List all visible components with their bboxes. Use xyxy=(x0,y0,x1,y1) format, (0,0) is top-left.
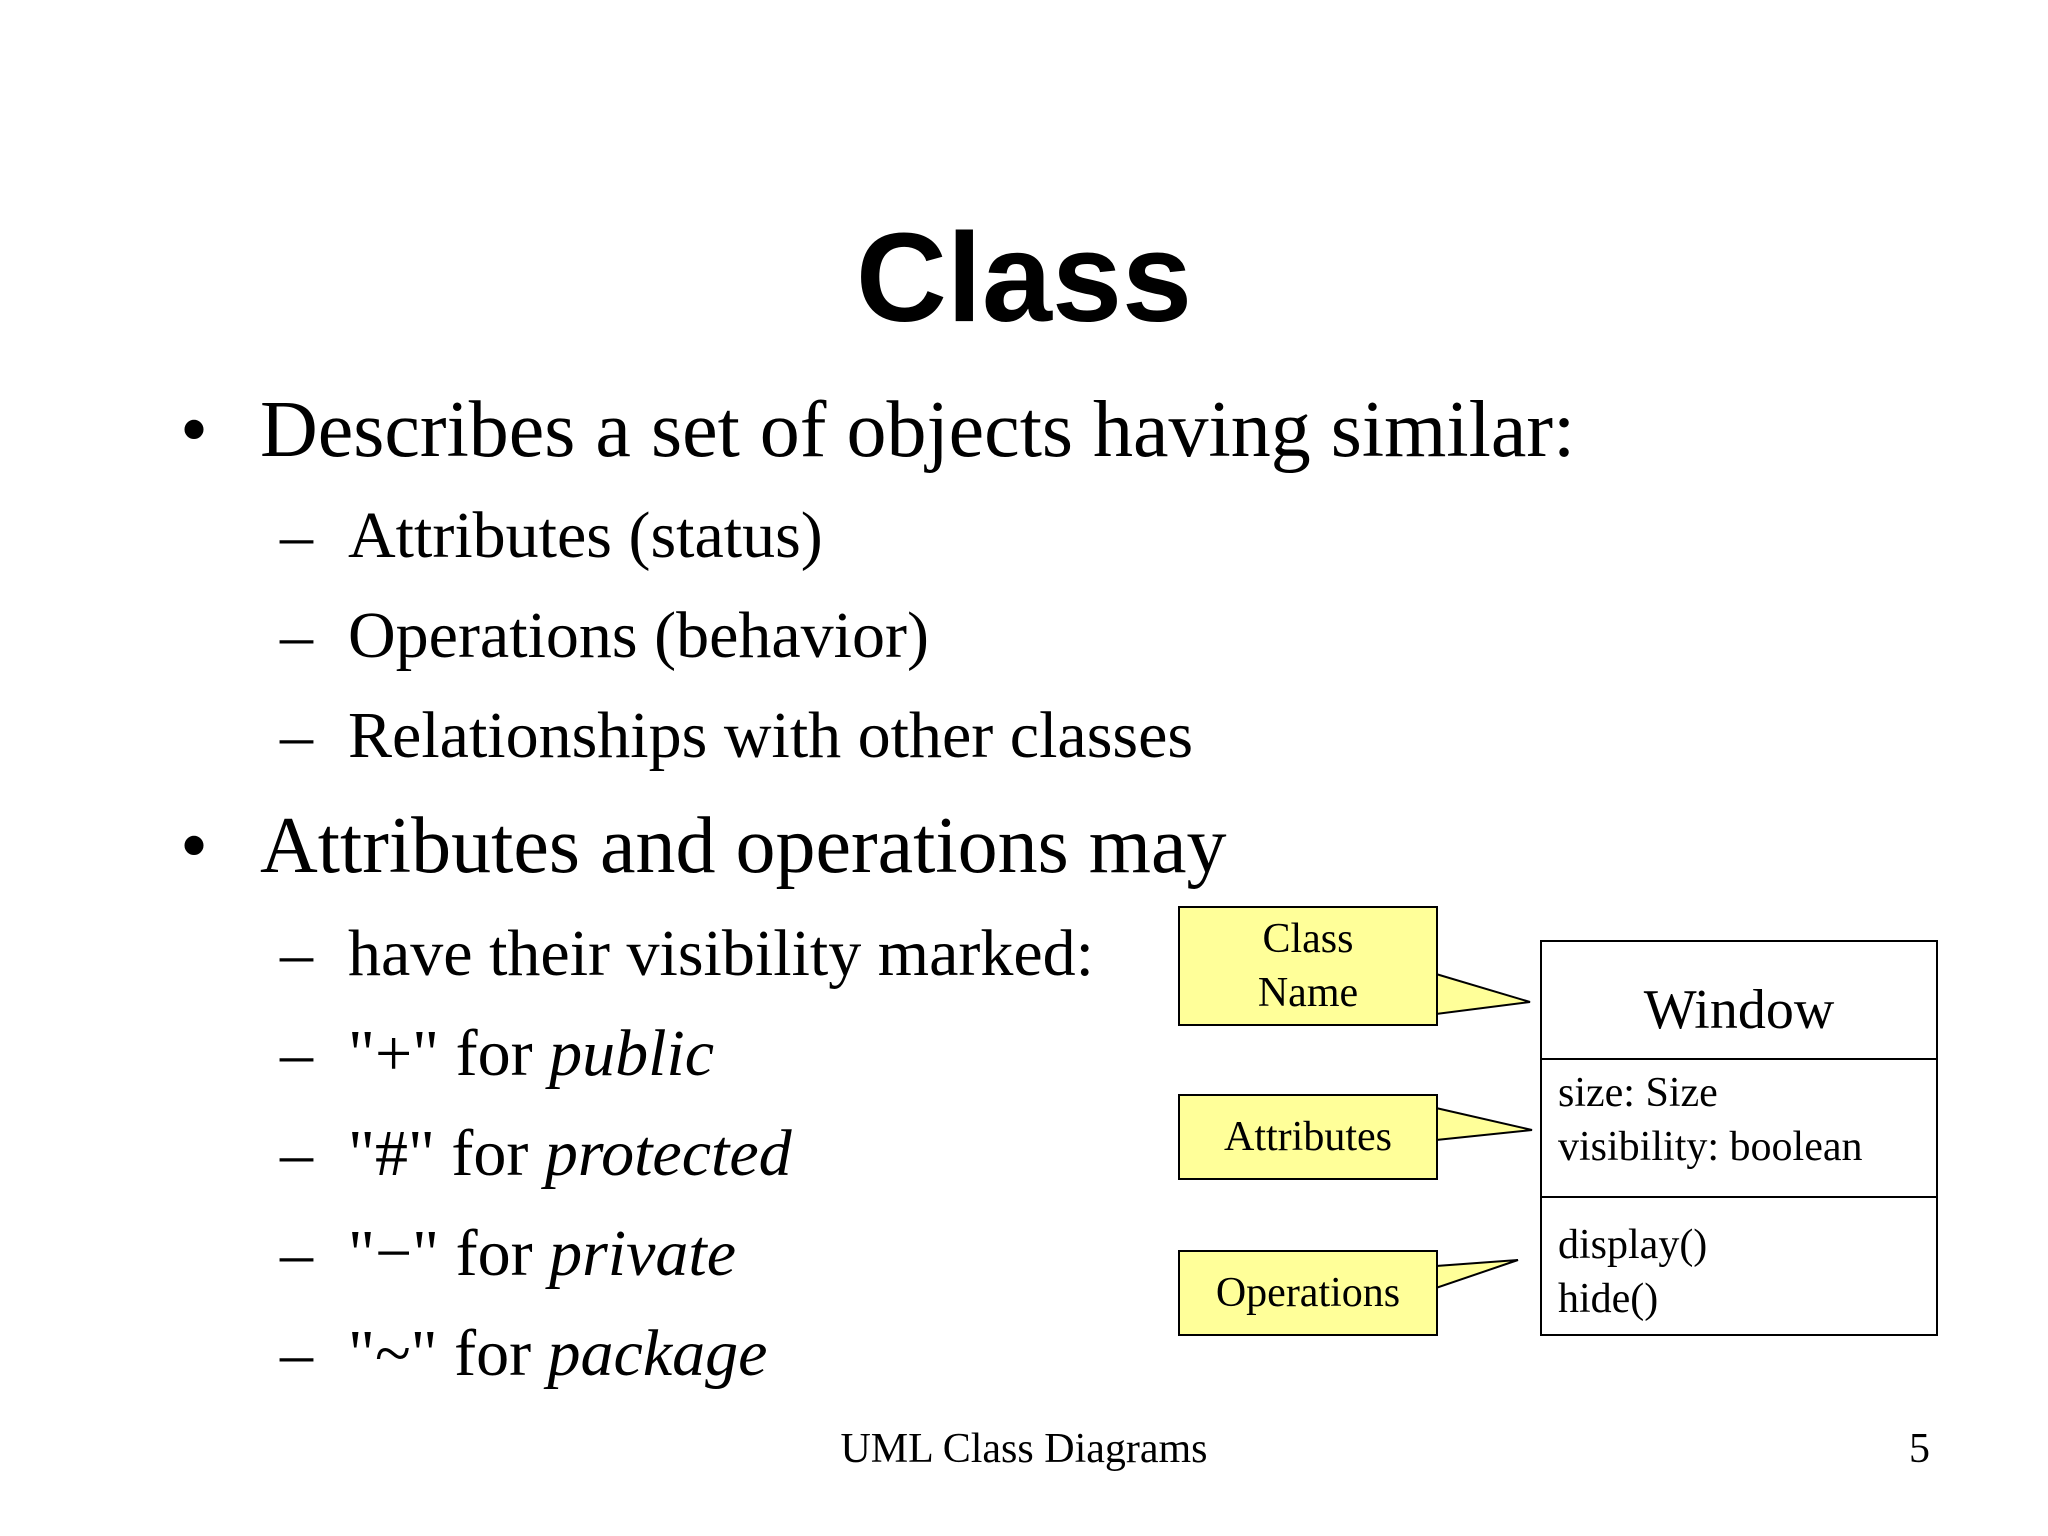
visibility-term: protected xyxy=(544,1117,792,1190)
dash: – xyxy=(280,1017,313,1090)
callout-line: Name xyxy=(1257,970,1359,1016)
visibility-term: private xyxy=(549,1217,737,1290)
sub-text: Attributes (status) xyxy=(348,499,823,572)
dash: – xyxy=(280,699,313,772)
bullet-text: Describes a set of objects having simila… xyxy=(260,386,1576,474)
dash: – xyxy=(280,599,313,672)
visibility-term: public xyxy=(549,1017,715,1090)
callout-attributes: Attributes xyxy=(1178,1094,1438,1180)
uml-class-box: Window size: Size visibility: boolean di… xyxy=(1540,940,1938,1336)
uml-operations-compartment: display() hide() xyxy=(1542,1198,1936,1334)
dash: – xyxy=(280,1217,313,1290)
uml-class-name: Window xyxy=(1542,942,1936,1060)
uml-operation: hide() xyxy=(1558,1276,1659,1322)
dash: – xyxy=(280,1117,313,1190)
visibility-term: package xyxy=(547,1317,768,1390)
sub-text: Relationships with other classes xyxy=(348,699,1194,772)
callout-operations: Operations xyxy=(1178,1250,1438,1336)
callout-label: Attributes xyxy=(1224,1114,1392,1160)
operations-pointer xyxy=(1435,1259,1519,1290)
page-number: 5 xyxy=(1909,1426,1930,1472)
slide-title: Class xyxy=(855,207,1193,348)
callout-class-name: Class Name xyxy=(1178,906,1438,1026)
sub-text: "#" for protected xyxy=(348,1117,792,1190)
bullet-dot: • xyxy=(180,386,209,474)
attributes-pointer xyxy=(1435,1106,1533,1142)
uml-attribute: size: Size xyxy=(1558,1070,1718,1116)
footer-title: UML Class Diagrams xyxy=(840,1426,1208,1472)
bullet-text: Attributes and operations may xyxy=(260,802,1227,890)
class-name-pointer xyxy=(1435,972,1531,1016)
uml-attributes-compartment: size: Size visibility: boolean xyxy=(1542,1060,1936,1198)
sub-text: "−" for private xyxy=(348,1217,737,1290)
sub-text: "~" for package xyxy=(348,1317,768,1390)
dash: – xyxy=(280,1317,313,1390)
callout-label: Operations xyxy=(1215,1270,1401,1316)
sub-text: have their visibility marked: xyxy=(348,917,1094,990)
uml-operation: display() xyxy=(1558,1222,1708,1268)
sub-text: "+" for public xyxy=(348,1017,715,1090)
dash: – xyxy=(280,917,313,990)
sub-text: Operations (behavior) xyxy=(348,599,929,672)
uml-attribute: visibility: boolean xyxy=(1558,1124,1863,1170)
bullet-dot: • xyxy=(180,802,209,890)
dash: – xyxy=(280,499,313,572)
callout-line: Class xyxy=(1262,916,1354,962)
